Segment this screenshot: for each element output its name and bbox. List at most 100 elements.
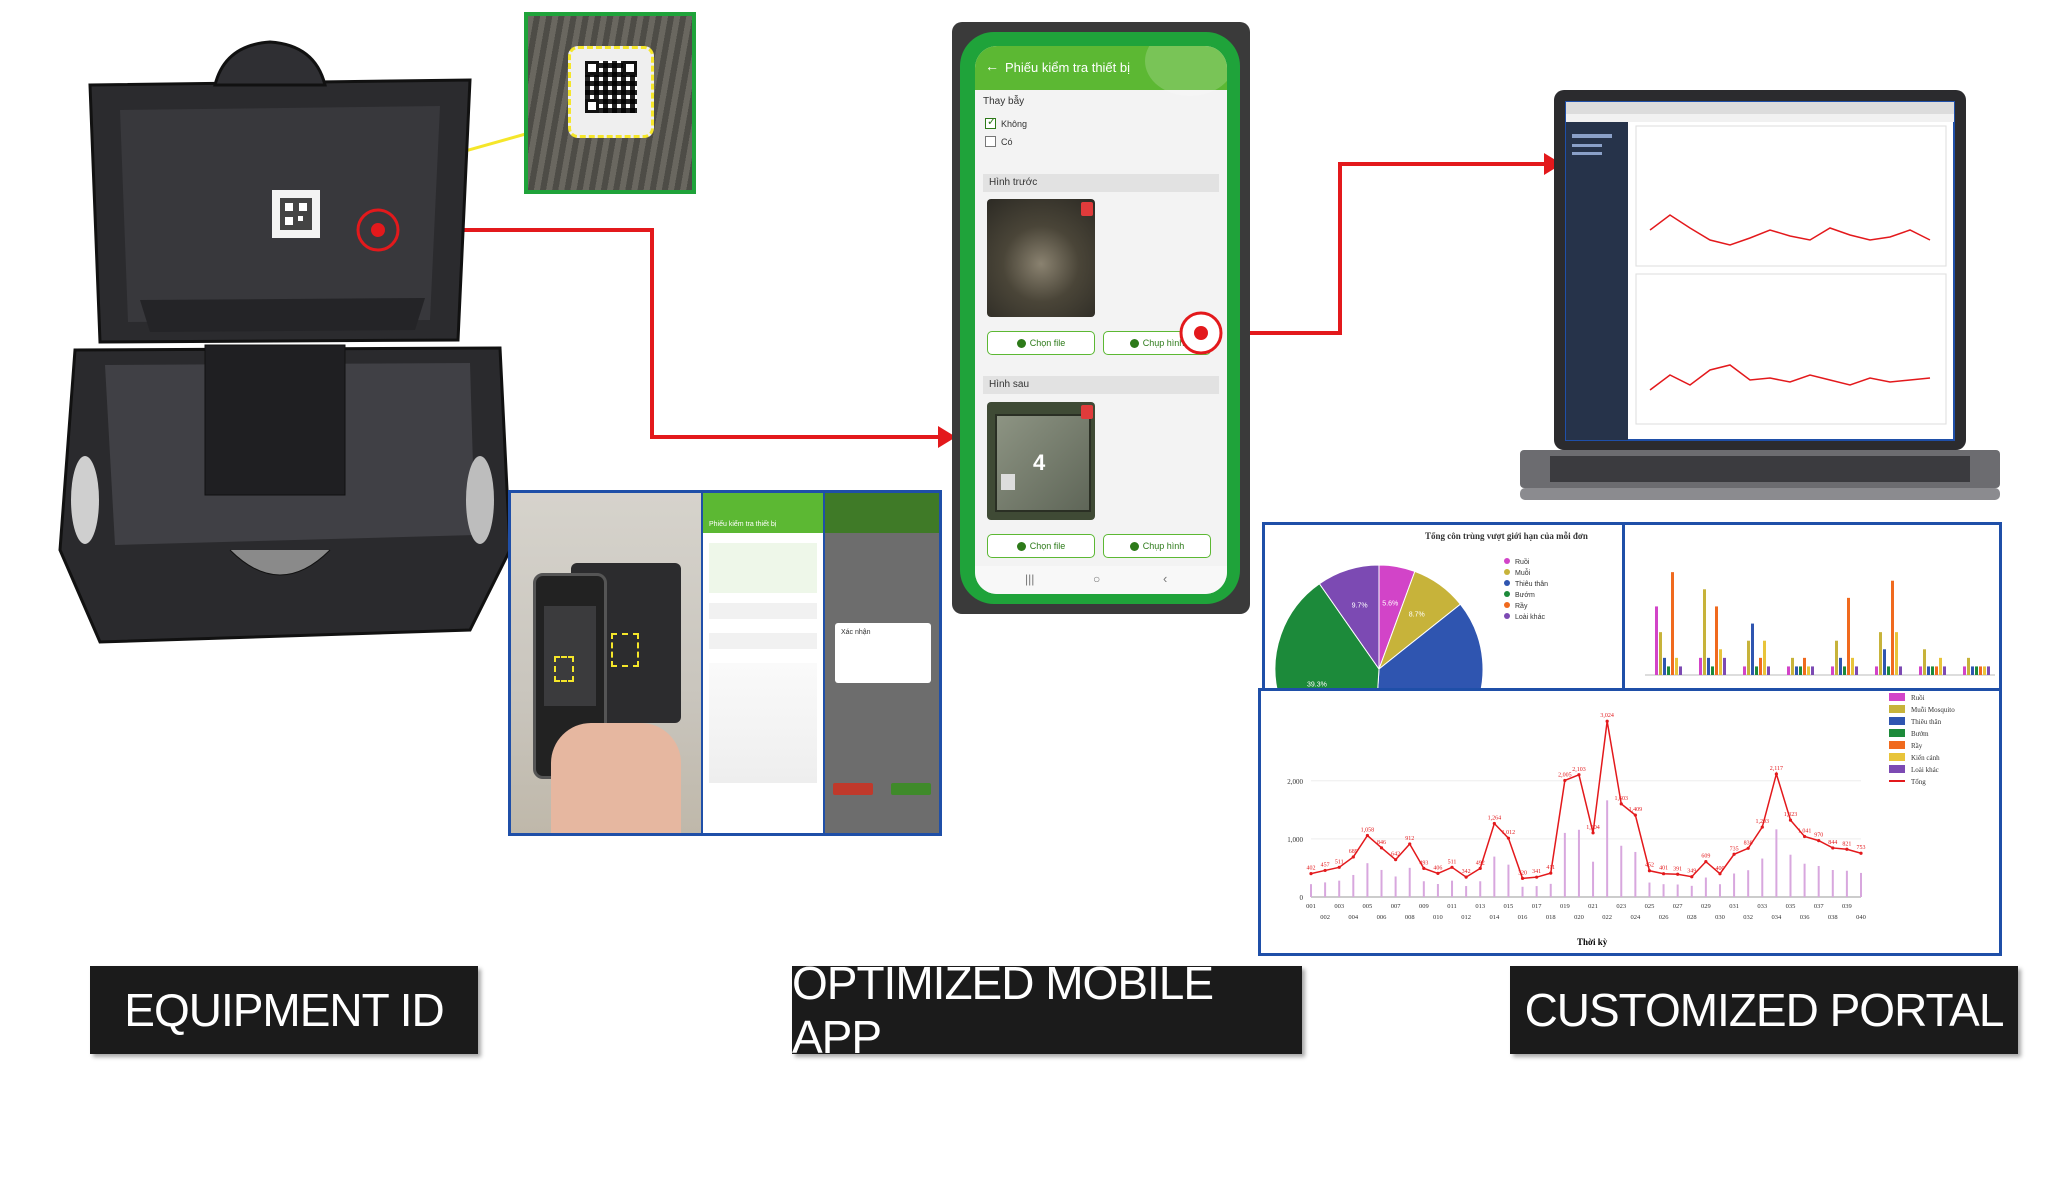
stack-bar <box>1648 882 1651 897</box>
bar <box>1755 666 1758 675</box>
line-point <box>1408 842 1412 846</box>
red-arrow-box-to-phone <box>378 228 940 439</box>
line-chart: 01,0002,0004024575116891,058846642912493… <box>1287 693 1955 921</box>
back-nav-icon[interactable]: ‹ <box>1163 571 1168 586</box>
choose-file-button[interactable]: Chọn file <box>987 331 1095 355</box>
stack-bar <box>1521 886 1524 897</box>
point-label: 493 <box>1419 860 1428 866</box>
home-icon[interactable]: ○ <box>1093 572 1101 586</box>
point-label: 970 <box>1814 833 1823 839</box>
legend-marker <box>1504 613 1510 619</box>
stack-bar <box>1352 874 1355 897</box>
x-tick-label: 029 <box>1701 903 1711 910</box>
line-point <box>1563 778 1567 783</box>
stack-bar <box>1662 884 1665 897</box>
bar <box>1675 657 1678 675</box>
legend-label: Muỗi Mosquito <box>1911 706 1955 714</box>
bar <box>1663 657 1666 675</box>
bar <box>1927 666 1930 675</box>
x-tick-label: 031 <box>1729 903 1739 910</box>
point-label: 1,323 <box>1784 812 1798 818</box>
red-arrowhead-phone <box>938 426 956 448</box>
point-label: 912 <box>1405 836 1414 842</box>
line-point <box>1506 836 1511 840</box>
point-label: 1,104 <box>1586 825 1600 831</box>
bar <box>1923 649 1926 675</box>
bar <box>1743 666 1746 675</box>
point-label: 349 <box>1687 869 1696 875</box>
bar <box>1851 657 1854 675</box>
legend-marker <box>1889 705 1905 713</box>
x-tick-label: 014 <box>1489 914 1500 921</box>
x-tick-label: 007 <box>1391 903 1402 910</box>
bar <box>1759 657 1762 675</box>
line-point <box>1450 865 1454 869</box>
recent-apps-icon[interactable]: ||| <box>1025 572 1035 586</box>
x-tick-label: 024 <box>1630 914 1641 921</box>
stack-bar <box>1324 882 1327 897</box>
bar <box>1787 666 1790 675</box>
line-point <box>1591 831 1595 835</box>
checkbox-no[interactable]: ✓ <box>985 116 997 129</box>
section-after: Hình sau <box>983 376 1219 394</box>
legend-label: Tổng <box>1911 778 1926 786</box>
photo-number: 4 <box>1033 450 1046 475</box>
x-tick-label: 012 <box>1461 914 1471 921</box>
line-point <box>1365 833 1370 838</box>
label-equipment-id: EQUIPMENT ID <box>90 966 478 1054</box>
checkbox-yes[interactable] <box>985 136 996 147</box>
legend-marker <box>1889 693 1905 701</box>
delete-icon[interactable] <box>1081 202 1093 216</box>
bar <box>1891 580 1894 675</box>
line-point <box>1802 834 1807 839</box>
stack-bar <box>1831 870 1834 897</box>
choose-file-button[interactable]: Chọn file <box>987 534 1095 558</box>
section-replace: Thay bẫy <box>983 96 1025 107</box>
x-tick-label: 025 <box>1645 903 1655 910</box>
bar <box>1887 666 1890 675</box>
line-point <box>1760 825 1764 829</box>
x-tick-label: 021 <box>1588 903 1598 910</box>
take-photo-button[interactable]: Chụp hình <box>1103 534 1211 558</box>
legend-label: Ruồi <box>1911 694 1925 702</box>
bar <box>1747 640 1750 675</box>
pie-slice-label: 8.7% <box>1409 612 1425 619</box>
delete-icon[interactable] <box>1081 405 1093 419</box>
stack-bar <box>1366 863 1369 897</box>
bar <box>1831 666 1834 675</box>
bar <box>1751 623 1754 675</box>
bar <box>1879 632 1882 675</box>
point-label: 3,024 <box>1600 713 1614 719</box>
bar <box>1875 666 1878 675</box>
stack-bar <box>1718 884 1721 897</box>
line-point <box>1492 821 1496 826</box>
legend-label: Loài khác <box>1911 766 1939 774</box>
point-label: 320 <box>1518 870 1527 876</box>
x-tick-label: 037 <box>1814 903 1825 910</box>
stack-bar <box>1592 861 1595 897</box>
bar <box>1919 666 1922 675</box>
stack-bar <box>1507 864 1510 897</box>
x-tick-label: 004 <box>1348 914 1359 921</box>
stack-bar <box>1549 883 1552 897</box>
line-point <box>1422 866 1426 870</box>
point-label: 1,409 <box>1629 807 1643 813</box>
legend-label: Kiến cánh <box>1911 754 1940 762</box>
line-point <box>1577 773 1581 777</box>
legend-label: Thiêu thân <box>1911 718 1942 726</box>
small-header: Phiếu kiểm tra thiết bị <box>709 521 777 528</box>
point-label: 1,203 <box>1756 819 1770 825</box>
bar <box>1671 572 1674 675</box>
line-point <box>1605 719 1609 723</box>
line-point <box>1690 875 1694 879</box>
legend-marker <box>1504 591 1510 597</box>
point-label: 821 <box>1842 841 1851 847</box>
x-tick-label: 026 <box>1659 914 1670 921</box>
line-point <box>1309 872 1313 876</box>
stack-bar <box>1761 858 1764 897</box>
legend-marker <box>1504 569 1510 575</box>
legend-marker <box>1889 729 1905 737</box>
point-label: 511 <box>1335 859 1344 865</box>
back-arrow-icon[interactable]: ← <box>985 58 999 74</box>
